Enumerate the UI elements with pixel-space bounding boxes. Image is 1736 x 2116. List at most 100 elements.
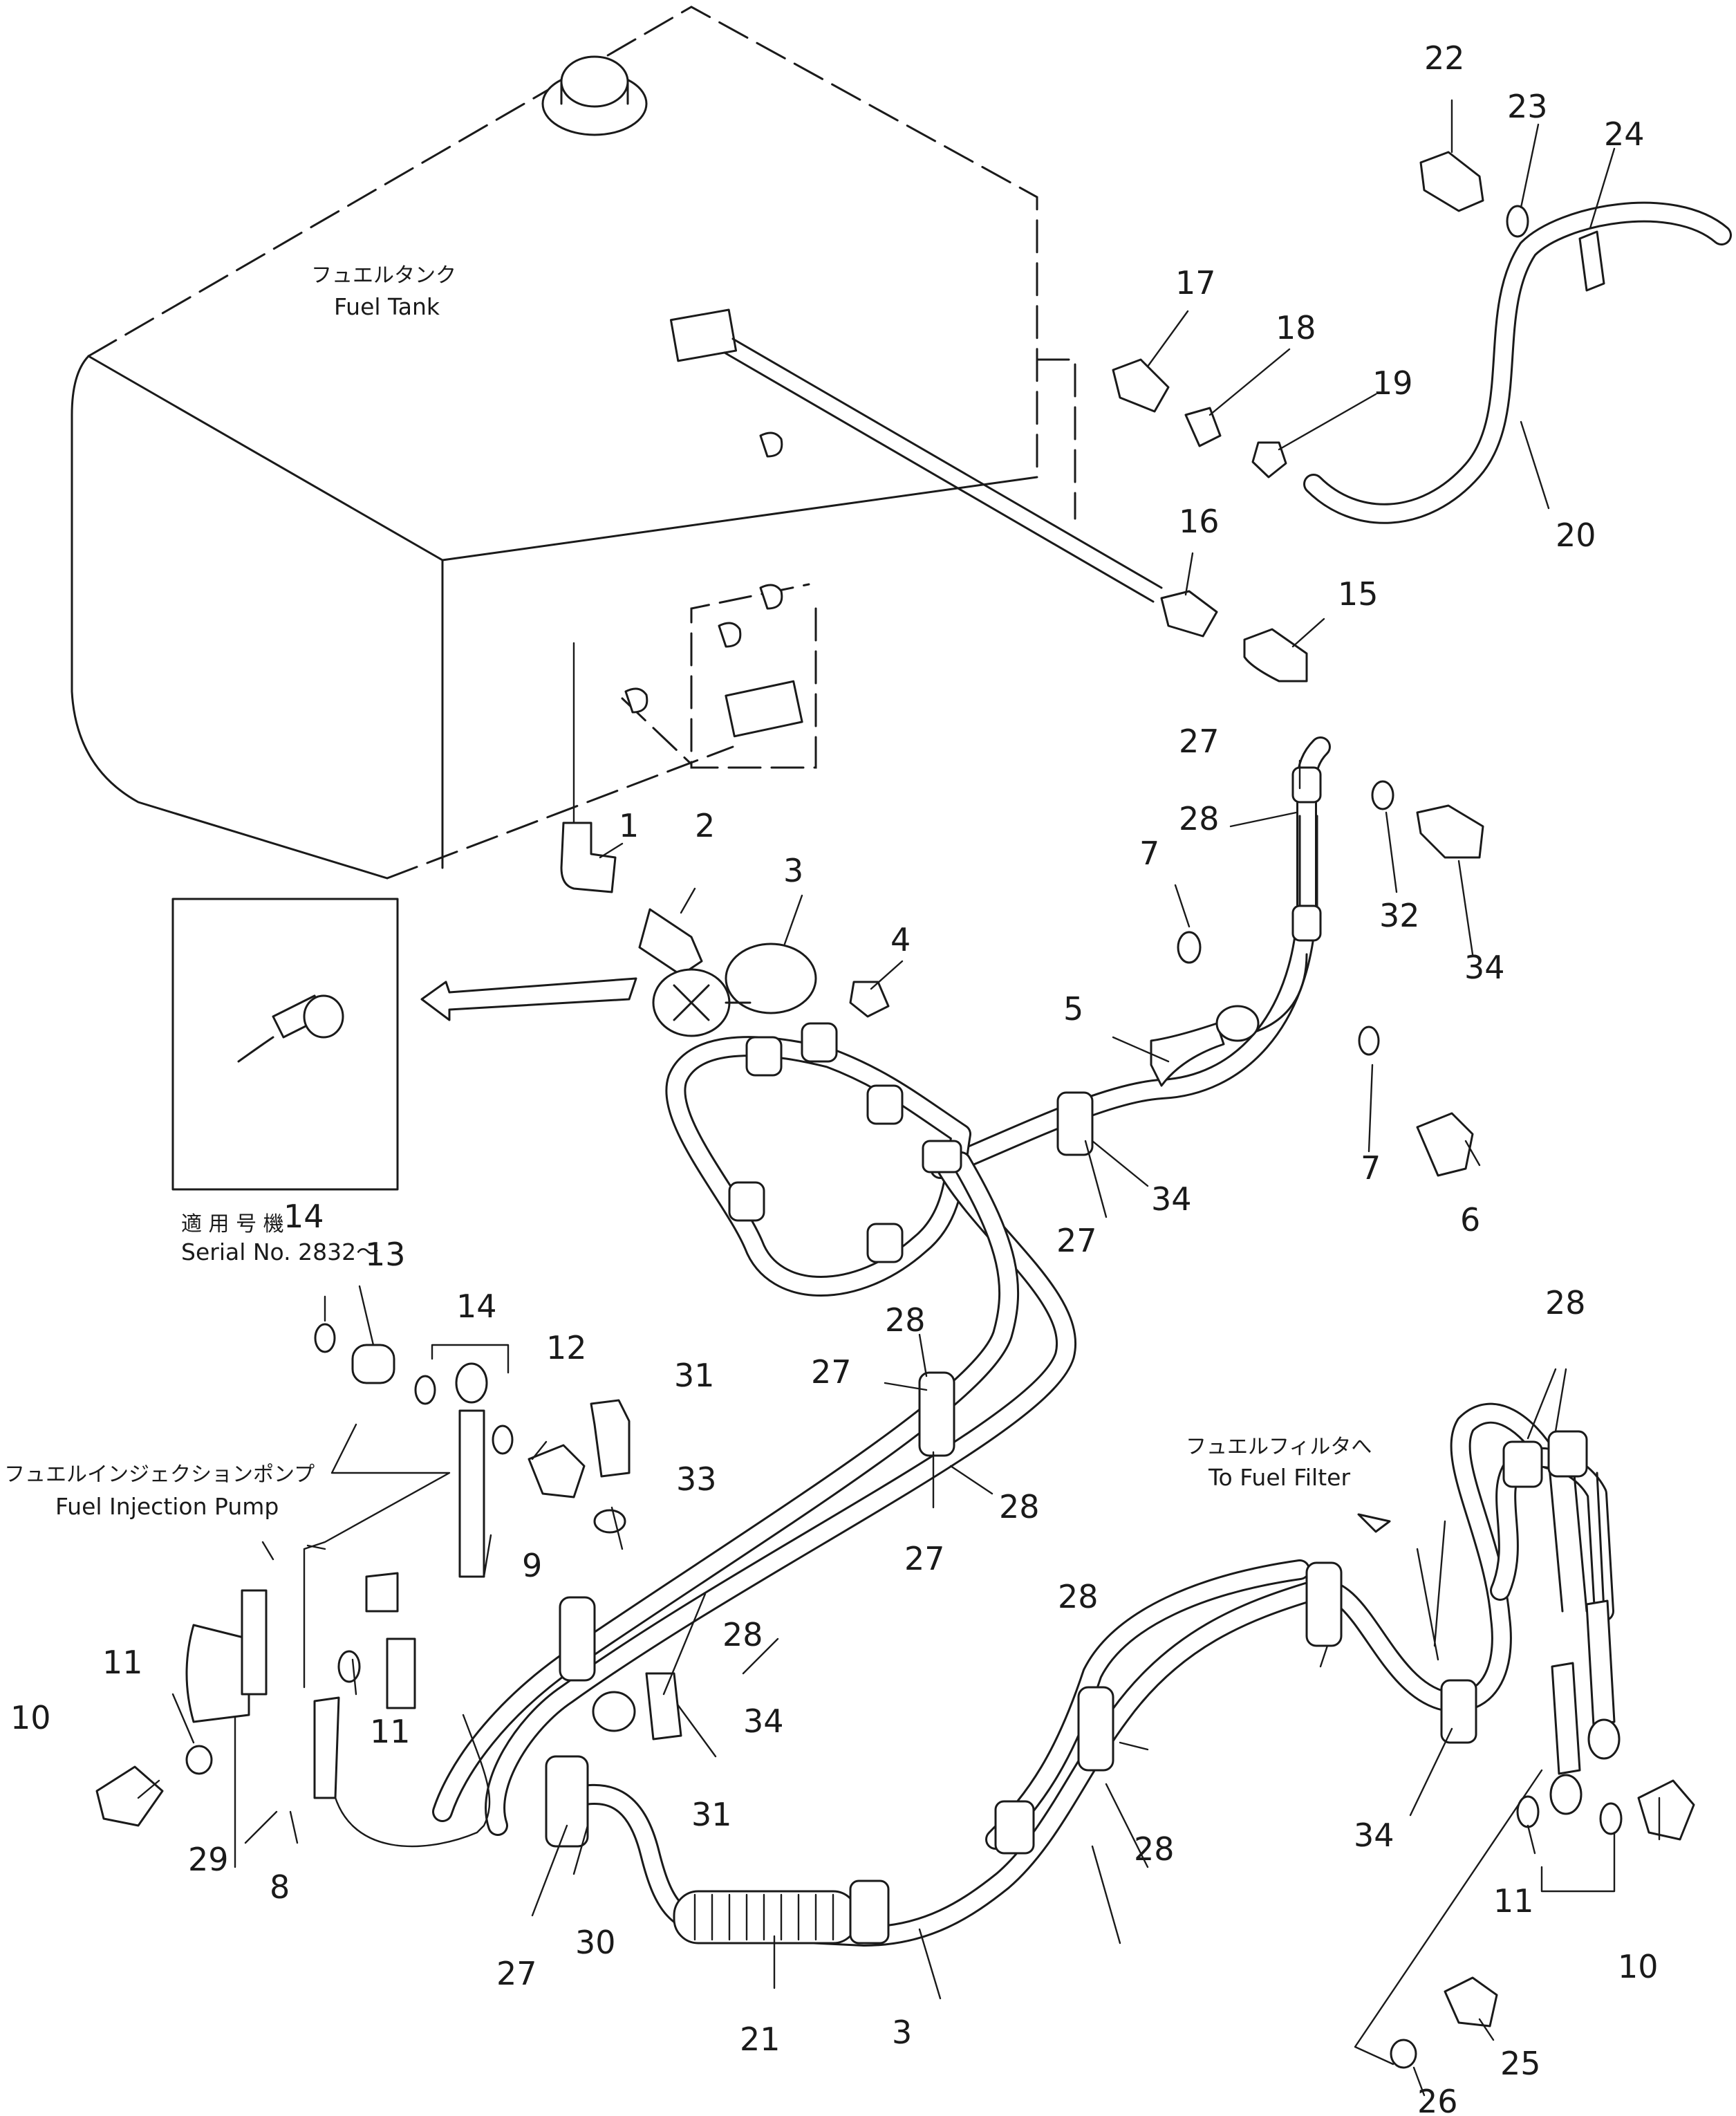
clamp bbox=[1056, 1091, 1094, 1156]
tank-drain-block bbox=[725, 680, 803, 738]
washer bbox=[1371, 780, 1394, 810]
callout-11-c: 11 bbox=[1493, 1882, 1534, 1920]
callout-19: 19 bbox=[1372, 364, 1413, 402]
bolt bbox=[1419, 151, 1484, 212]
filler-cap bbox=[560, 55, 629, 108]
callout-20: 20 bbox=[1556, 517, 1596, 554]
hose-21 bbox=[673, 1890, 859, 1945]
pipe-clamps bbox=[545, 766, 1588, 1945]
callout-3: 3 bbox=[783, 852, 803, 889]
callout-28-d: 28 bbox=[722, 1616, 763, 1653]
callout-34-b: 34 bbox=[1354, 1817, 1394, 1854]
clamp bbox=[918, 1371, 955, 1457]
washer bbox=[1358, 1025, 1380, 1056]
callout-28-e: 28 bbox=[1058, 1578, 1099, 1615]
serial-inset bbox=[171, 898, 637, 1191]
callout-15: 15 bbox=[1338, 575, 1379, 613]
joint-bolt bbox=[1637, 1779, 1695, 1841]
eye-joint bbox=[1215, 1005, 1260, 1042]
injection-pump-label-jp: フュエルインジェクションポンプ bbox=[4, 1463, 315, 1487]
washer bbox=[1599, 1802, 1623, 1835]
tank-return-block bbox=[669, 308, 738, 362]
callout-27-b: 27 bbox=[1056, 1222, 1097, 1259]
clamp bbox=[728, 1181, 765, 1222]
hose bbox=[1585, 1599, 1616, 1727]
elbow-fitting bbox=[560, 822, 617, 893]
nut bbox=[1251, 441, 1287, 479]
clamp bbox=[801, 1022, 838, 1063]
tank-boss bbox=[718, 622, 742, 648]
callout-31-b: 33 bbox=[676, 1460, 717, 1498]
callout-32: 34 bbox=[743, 1702, 784, 1740]
callout-27-e: 27 bbox=[496, 1955, 537, 1992]
bolt bbox=[1444, 1976, 1498, 2027]
injection-pump-label-en: Fuel Injection Pump bbox=[55, 1493, 279, 1520]
callout-34-c: 3 bbox=[892, 2014, 912, 2051]
callout-28-b: 28 bbox=[885, 1301, 926, 1339]
connector bbox=[1112, 358, 1170, 413]
callout-33: 34 bbox=[1464, 949, 1505, 986]
connector bbox=[638, 908, 703, 976]
washer bbox=[337, 1650, 361, 1683]
serial-label-en: Serial No. 2832～ bbox=[181, 1238, 379, 1265]
fuel-tank-label-jp: フュエルタンク bbox=[311, 263, 456, 288]
hose bbox=[313, 1696, 340, 1799]
callout-numbers: 1 2 3 4 5 6 7 7 8 9 10 10 11 11 11 12 13… bbox=[10, 39, 1659, 2116]
serial-label-jp: 適 用 号 機 bbox=[181, 1212, 284, 1236]
callout-14-a: 14 bbox=[283, 1198, 324, 1235]
callout-9: 9 bbox=[522, 1547, 542, 1584]
washer bbox=[593, 1509, 626, 1534]
hose bbox=[1150, 1022, 1225, 1087]
callout-34-a: 34 bbox=[1151, 1180, 1192, 1218]
fuel-filter-label-jp: フュエルフィルタへ bbox=[1186, 1435, 1372, 1459]
callout-27-c: 27 bbox=[811, 1353, 852, 1391]
callout-28-a: 28 bbox=[1179, 800, 1220, 837]
callout-7-a: 7 bbox=[1139, 835, 1159, 872]
spacer bbox=[351, 1344, 395, 1384]
joint-bolt bbox=[528, 1444, 586, 1498]
eye-joint bbox=[455, 1362, 488, 1404]
callout-31-a: 32 bbox=[1379, 897, 1420, 934]
callout-10-a: 10 bbox=[10, 1699, 51, 1736]
callout-17: 17 bbox=[1175, 264, 1216, 301]
connector bbox=[1160, 590, 1218, 638]
joint-bolt bbox=[95, 1765, 164, 1827]
tank-boss bbox=[759, 584, 783, 610]
washer bbox=[1506, 205, 1529, 238]
clamp bbox=[1502, 1440, 1543, 1488]
clamp bbox=[1547, 1430, 1588, 1478]
leak-fitting bbox=[365, 1572, 399, 1613]
eye-joint bbox=[1549, 1774, 1583, 1815]
callout-28-c: 28 bbox=[999, 1488, 1040, 1525]
callout-27-d: 27 bbox=[904, 1540, 945, 1577]
callout-28-h: 30 bbox=[575, 1924, 616, 1961]
clamp bbox=[922, 1140, 962, 1173]
clamp bbox=[849, 1880, 890, 1945]
callout-4: 4 bbox=[890, 921, 911, 958]
injection-pump-outline bbox=[185, 1624, 250, 1723]
clip bbox=[1578, 230, 1605, 292]
callout-8: 8 bbox=[270, 1868, 290, 1906]
callout-16: 16 bbox=[1179, 503, 1220, 540]
shutoff-valve bbox=[725, 943, 817, 1014]
clamp bbox=[1440, 1679, 1477, 1744]
hose-end bbox=[1243, 628, 1308, 683]
bracket bbox=[645, 1672, 682, 1741]
clamp bbox=[866, 1084, 904, 1125]
washer bbox=[414, 1375, 436, 1405]
clamp bbox=[1077, 1686, 1114, 1772]
callout-7-b: 7 bbox=[1361, 1149, 1381, 1187]
callout-11-a: 11 bbox=[102, 1644, 143, 1681]
fuel-tank-label-en: Fuel Tank bbox=[334, 293, 440, 320]
clamp bbox=[545, 1755, 589, 1848]
callout-13: 13 bbox=[365, 1236, 406, 1273]
callout-22: 22 bbox=[1424, 39, 1465, 77]
bolt bbox=[1416, 804, 1484, 859]
callout-21: 21 bbox=[740, 2021, 781, 2058]
hose bbox=[1551, 1662, 1581, 1775]
delivery-pipe bbox=[241, 1589, 268, 1696]
fittings bbox=[95, 151, 1732, 2069]
callout-5: 5 bbox=[1063, 990, 1083, 1028]
joint-bolt bbox=[1416, 1112, 1474, 1177]
